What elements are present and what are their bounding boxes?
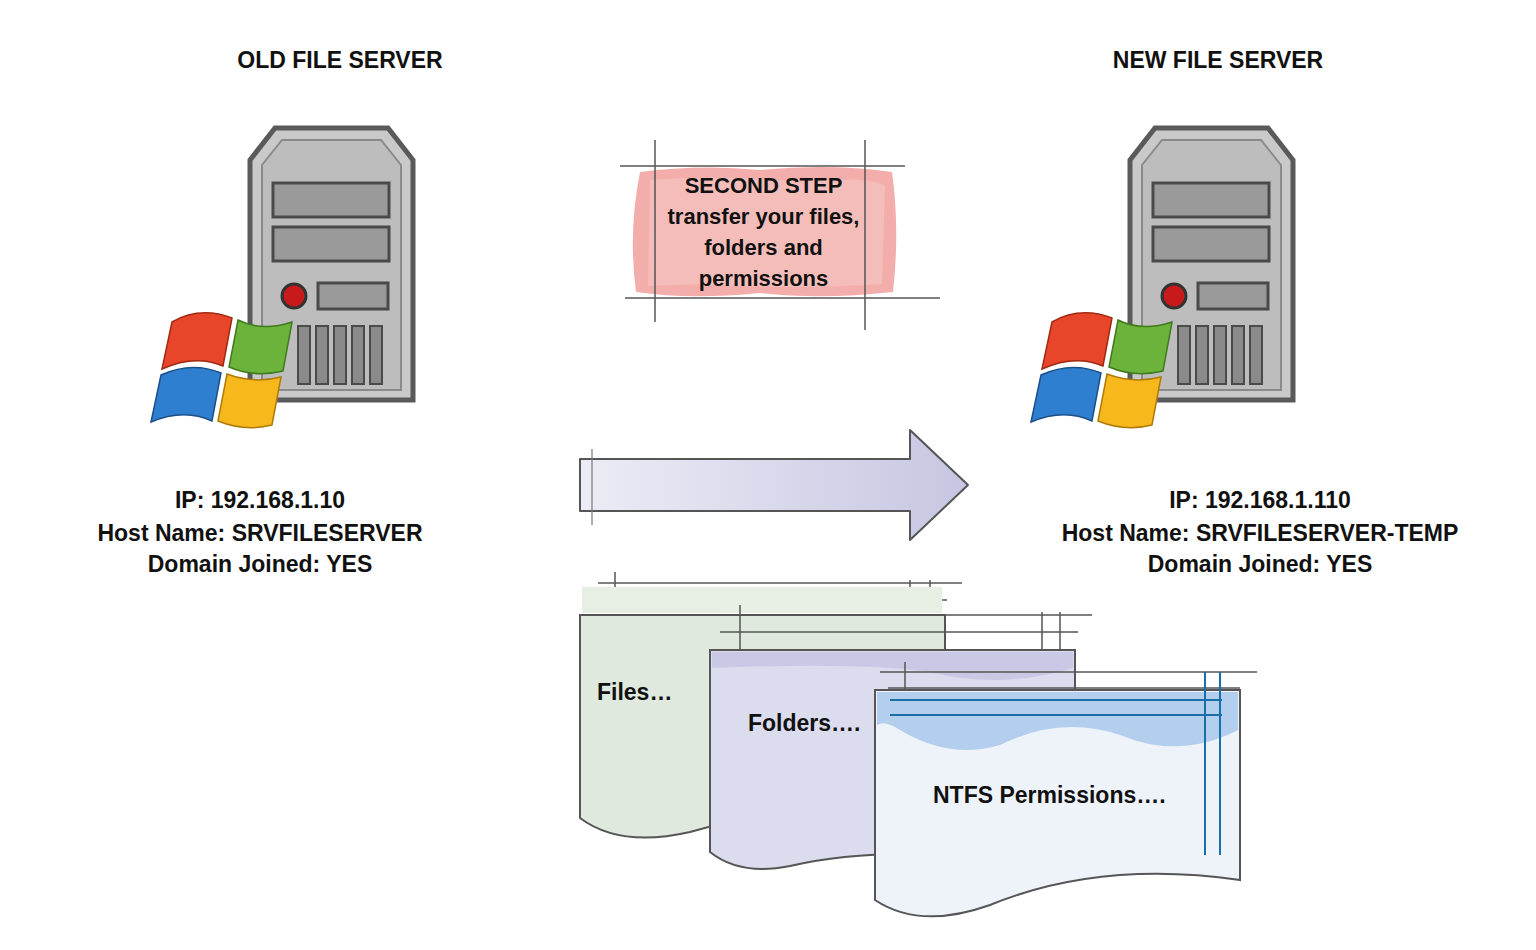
- server-node: OLD FILE SERVER IP: 192.168.1.10Host Name…: [70, 35, 460, 586]
- server-title: OLD FILE SERVER: [237, 45, 442, 76]
- note-text: SECOND STEP transfer your files, folders…: [651, 170, 877, 294]
- document-sheet: NTFS Permissions….: [872, 670, 1242, 930]
- new-server-icon: [1031, 128, 1293, 428]
- document-label: NTFS Permissions….: [933, 780, 1166, 811]
- note-box-art: [620, 140, 940, 330]
- server-info: IP: 192.168.1.110: [1169, 485, 1351, 516]
- old-server-icon: [151, 128, 413, 428]
- document-label: Files…: [597, 677, 672, 708]
- server-title: NEW FILE SERVER: [1113, 45, 1323, 76]
- server-node: NEW FILE SERVER IP: 192.168.1.110Host Nam…: [1035, 35, 1495, 586]
- arrow-shape: [580, 430, 968, 540]
- document-sheet: Folders….: [708, 615, 1078, 855]
- server-info: Host Name: SRVFILESERVER-TEMP: [1062, 518, 1459, 549]
- note-box: SECOND STEP transfer your files, folders…: [632, 165, 895, 299]
- document-label: Folders….: [748, 708, 860, 739]
- server-info: Domain Joined: YES: [148, 549, 373, 580]
- ntfs-document-art: [875, 662, 1257, 916]
- server-info: Domain Joined: YES: [1148, 549, 1373, 580]
- transfer-arrow: [580, 430, 968, 540]
- document-sheet: Files…: [578, 580, 945, 830]
- server-info: IP: 192.168.1.10: [175, 485, 345, 516]
- sketch-line: [591, 449, 592, 525]
- server-info: Host Name: SRVFILESERVER: [97, 518, 422, 549]
